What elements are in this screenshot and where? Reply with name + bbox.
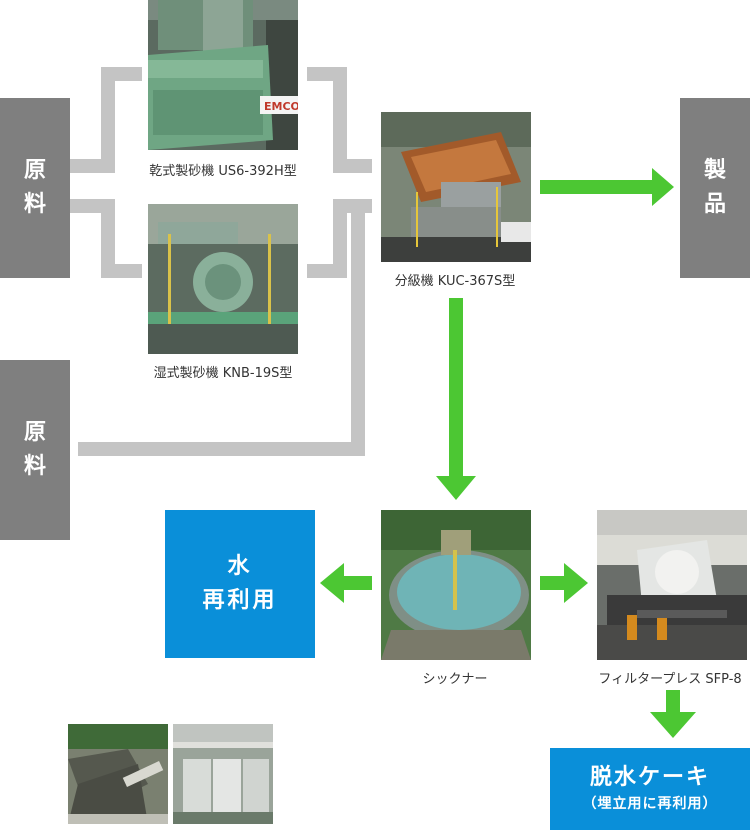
thickener-photo [381,510,531,660]
arrow-to-filter-shaft [540,576,568,590]
connector-dry-classifier [307,67,372,173]
product-box: 製 品 [680,98,750,278]
input-box-2-line1: 原 [23,420,46,445]
arrow-to-water-shaft [340,576,372,590]
arrow-to-thickener-head [436,476,476,500]
dry-sand-maker-caption: 乾式製砂機 US6-392H型 [149,164,297,179]
arrow-to-cake-shaft [666,690,680,716]
arrow-to-filter-head [564,563,588,603]
water-reuse-line2: 再利用 [202,588,278,613]
product-box-line1: 製 [703,158,726,183]
filter-press-caption: フィルタープレス SFP-8 [598,672,742,687]
classifier-caption: 分級機 KUC-367S型 [394,274,516,289]
arrow-to-product-head [652,168,674,206]
input-box-2: 原 料 [0,360,70,540]
connector-input1-wet [70,199,142,278]
arrow-to-cake-head [650,712,696,738]
filter-press-photo [597,510,747,660]
arrow-to-water-head [320,563,344,603]
arrow-to-thickener-shaft [449,298,463,480]
wet-sand-maker-caption: 湿式製砂機 KNB-19S型 [153,366,293,381]
site-photo-left [68,724,168,824]
connector-input1-dry [70,67,142,173]
dewatered-cake-line1: 脱水ケーキ [589,765,710,790]
input-box-1-line1: 原 [23,158,46,183]
classifier-photo [381,112,531,262]
wet-sand-maker-photo [148,204,298,354]
thickener-caption: シックナー [422,672,488,687]
water-reuse-box: 水 再利用 [165,510,315,658]
site-photo-right [173,724,273,824]
input-box-2-line2: 料 [23,454,46,479]
dewatered-cake-box: 脱水ケーキ （埋立用に再利用） [550,748,750,830]
water-reuse-line1: 水 [227,554,253,579]
product-box-line2: 品 [703,192,726,217]
input-box-1: 原 料 [0,98,70,278]
dry-sand-maker-brand: EMCO [264,100,298,113]
arrow-to-product-shaft [540,180,655,194]
dewatered-cake-line2: （埋立用に再利用） [582,796,718,812]
dry-sand-maker-photo: EMCO [148,0,298,150]
connector-input2-classifier [78,206,365,456]
input-box-1-line2: 料 [23,192,46,217]
